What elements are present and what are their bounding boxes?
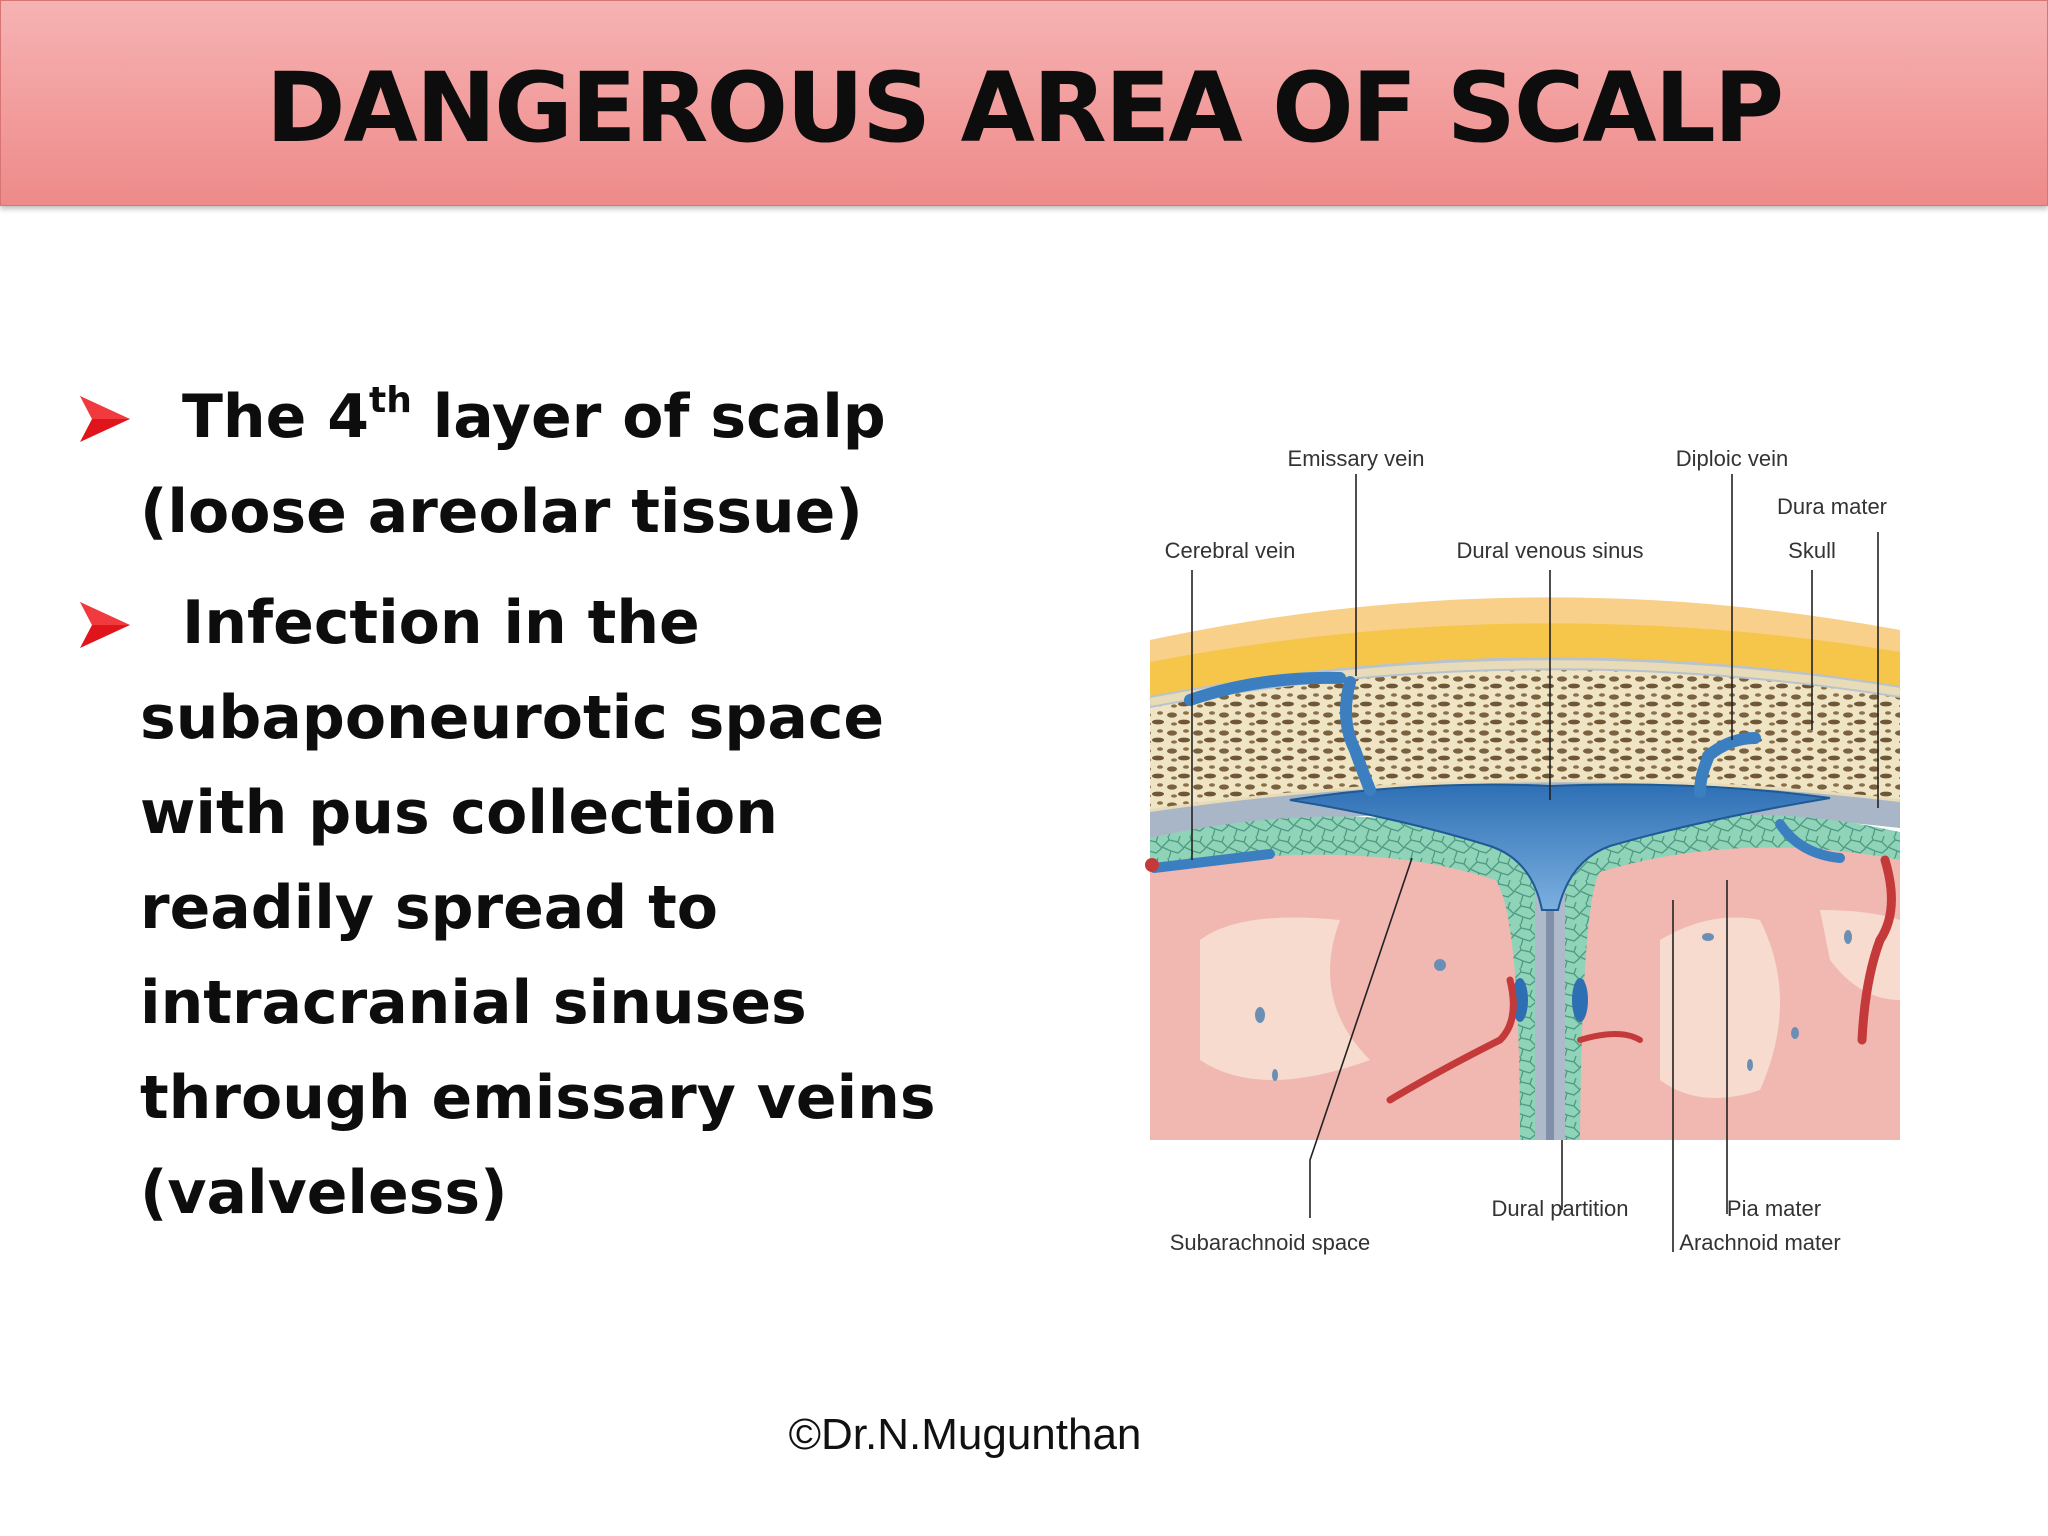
emissary-vein: [1184, 671, 1376, 796]
slide-title: DANGEROUS AREA OF SCALP: [265, 52, 1784, 164]
label-dura-mater: Dura mater: [1777, 494, 1887, 519]
diploic-vein: [1694, 732, 1761, 798]
cerebral-vein-right: [1775, 819, 1845, 863]
label-dural-venous-sinus: Dural venous sinus: [1456, 538, 1643, 563]
label-skull: Skull: [1788, 538, 1836, 563]
bullet-line: (loose areolar tissue): [140, 477, 863, 547]
label-subarachnoid-space: Subarachnoid space: [1170, 1230, 1371, 1255]
title-bar: DANGEROUS AREA OF SCALP: [0, 0, 2048, 206]
cerebral-vein-left: [1149, 849, 1275, 873]
label-arachnoid-mater: Arachnoid mater: [1679, 1230, 1840, 1255]
artery-left: [1386, 976, 1517, 1104]
label-dural-partition: Dural partition: [1492, 1196, 1629, 1221]
scalp-yellow-layer: [1150, 623, 1900, 702]
bullet-line: (valveless): [140, 1158, 508, 1228]
arrowhead-bullet-icon: [80, 602, 130, 648]
bullet-line: through emissary veins: [140, 1063, 936, 1133]
artery-right: [1577, 1031, 1643, 1043]
skull-layer: [1150, 670, 1900, 812]
label-cerebral-vein: Cerebral vein: [1165, 538, 1296, 563]
bullet-line: intracranial sinuses: [140, 968, 807, 1038]
artery-far-right: [1857, 855, 1896, 1045]
meninges-diagram: Emissary vein Diploic vein Dura mater Ce…: [1145, 446, 1901, 1255]
copyright-credit: ©Dr.N.Mugunthan: [788, 1410, 1142, 1459]
bullet-line: readily spread to: [140, 873, 719, 943]
label-pia-mater: Pia mater: [1727, 1196, 1821, 1221]
bullet-list: The 4th layer of scalp (loose areolar ti…: [72, 370, 972, 1257]
bullet-line: with pus collection: [140, 778, 778, 848]
bullet-line: Infection in the: [182, 588, 700, 658]
dural-venous-sinus: [1289, 783, 1831, 911]
scalp-outer-layer: [1150, 597, 1900, 672]
label-emissary-vein: Emissary vein: [1288, 446, 1425, 471]
bullet-item-layer: The 4th layer of scalp (loose areolar ti…: [72, 370, 972, 560]
label-diploic-vein: Diploic vein: [1676, 446, 1789, 471]
bullet-item-infection: Infection in the subaponeurotic space wi…: [72, 576, 972, 1241]
bullet-line: subaponeurotic space: [140, 683, 885, 753]
arrowhead-bullet-icon: [80, 396, 130, 442]
bullet-line: The 4th layer of scalp: [182, 380, 886, 452]
